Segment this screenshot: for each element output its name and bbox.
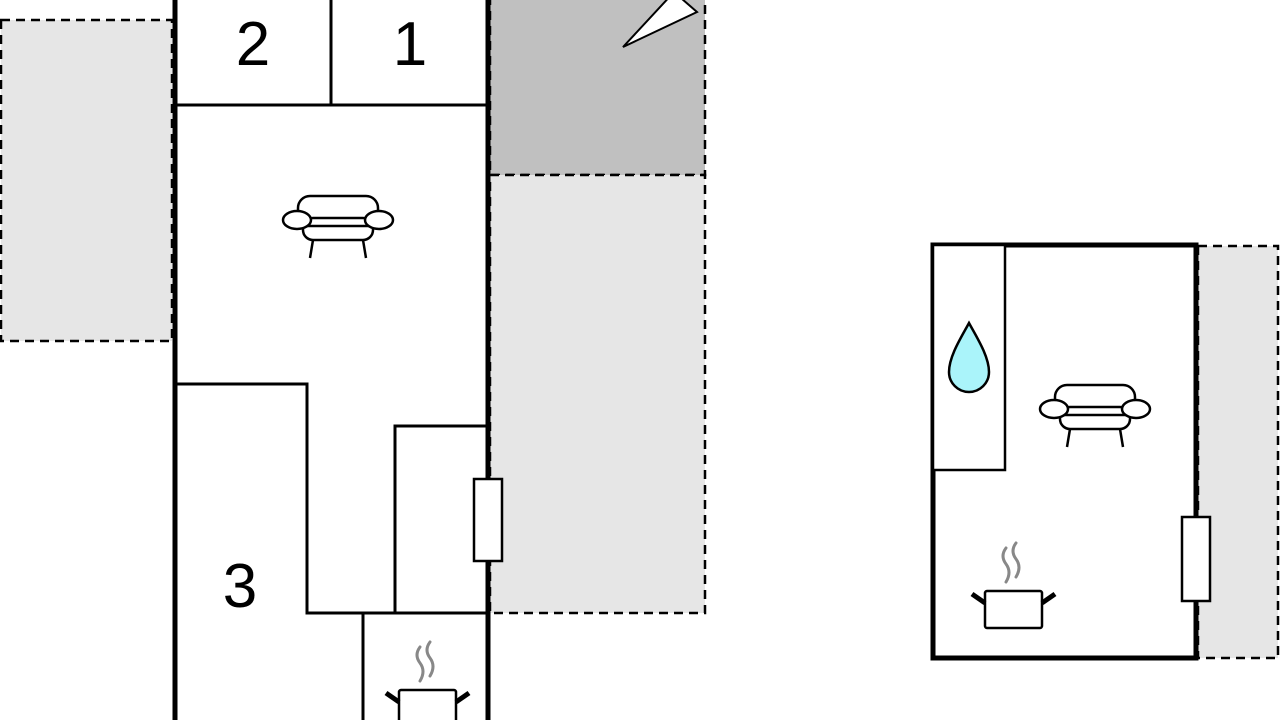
window-icon: [1180, 515, 1212, 603]
compass-arrow-icon: [622, 0, 699, 48]
water-drop-icon: [947, 320, 991, 394]
window-icon: [472, 477, 504, 563]
terrace-left: [0, 18, 174, 343]
room-label-3: 3: [223, 552, 257, 621]
terrace-light: [488, 173, 707, 615]
terrace-dark: [488, 0, 707, 177]
room-label-1: 1: [393, 10, 427, 79]
room-label-2: 2: [236, 10, 270, 79]
main-building: [172, 0, 491, 720]
annex-building: [930, 242, 1199, 661]
terrace-right: [1196, 244, 1280, 660]
